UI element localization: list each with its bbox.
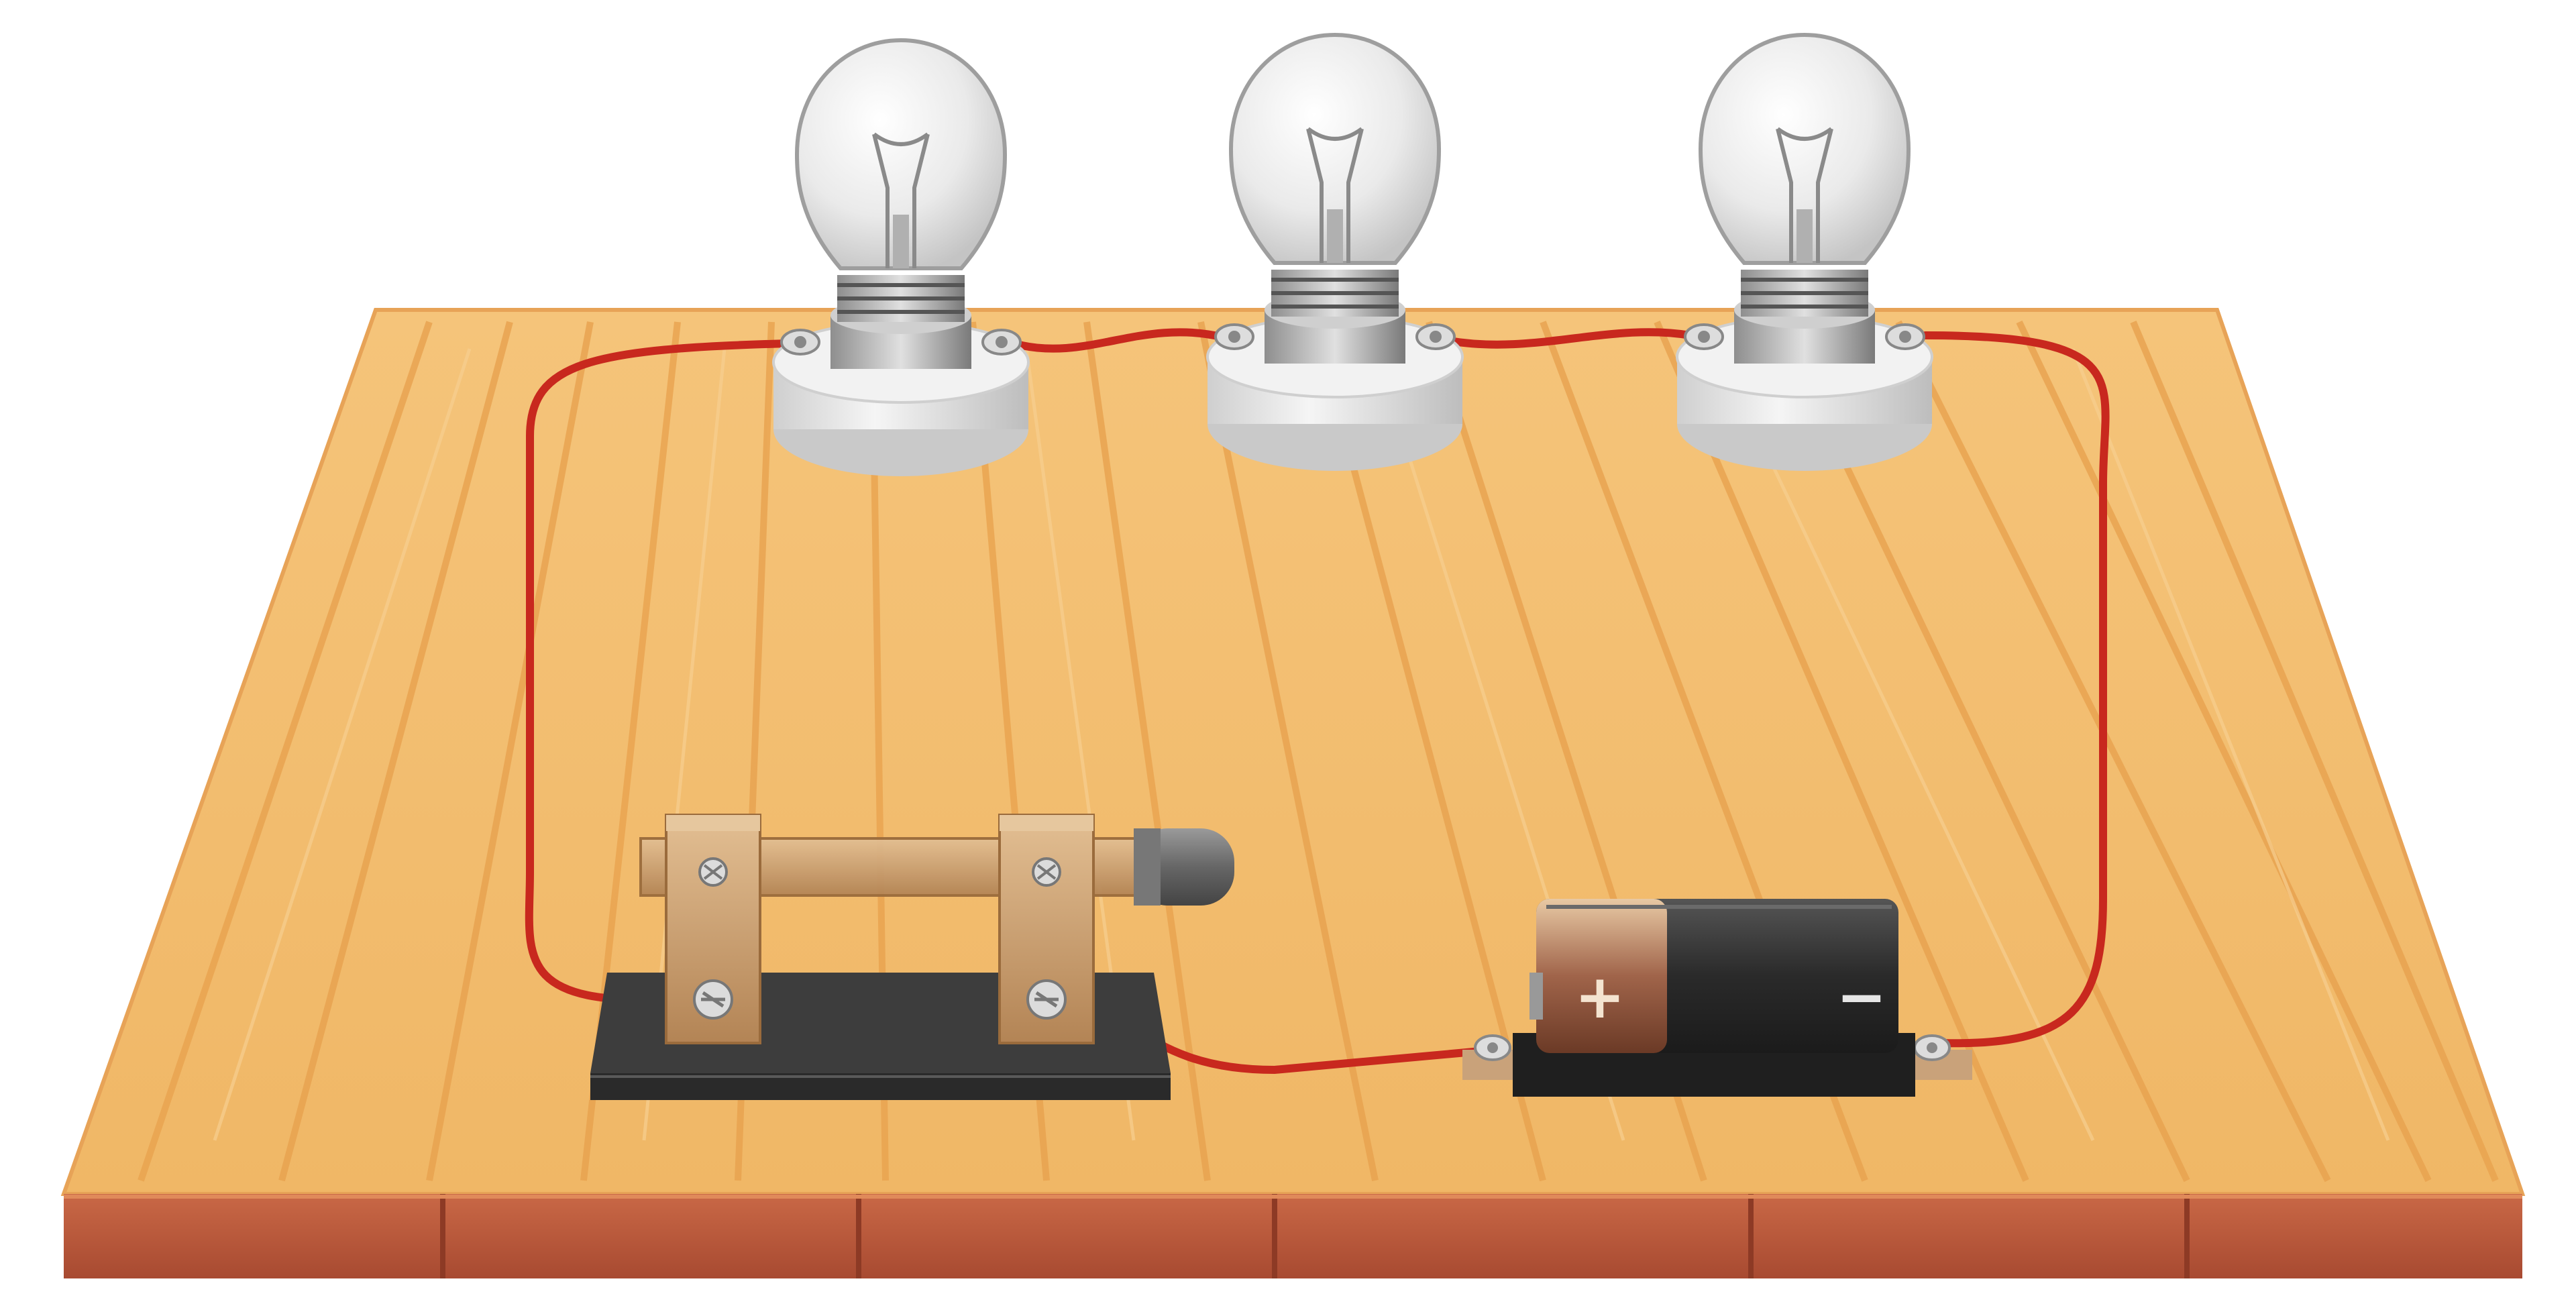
wire-bulb3-to-battery — [1921, 331, 2110, 1048]
switch-handle — [1134, 828, 1234, 906]
terminal-screw-left — [1684, 323, 1724, 350]
bulb-2 — [1206, 32, 1464, 471]
battery-positive-symbol: + — [1574, 962, 1625, 1032]
terminal-screw-left — [780, 329, 820, 356]
wire-switch-to-bulb1 — [525, 339, 792, 1004]
battery-positive-cap — [1536, 899, 1667, 1053]
wire-bulb1-to-bulb2 — [1012, 328, 1225, 353]
bulb-1 — [772, 38, 1030, 476]
wire-bulb2-to-bulb3 — [1445, 328, 1695, 349]
battery-terminal-right — [1913, 1034, 1951, 1061]
battery-negative-symbol: − — [1836, 962, 1886, 1032]
table-front-edge — [64, 1194, 2522, 1278]
terminal-screw-right — [1415, 323, 1456, 350]
terminal-screw-left — [1214, 323, 1254, 350]
terminal-screw-right — [1885, 323, 1925, 350]
terminal-screw-right — [981, 329, 1022, 356]
battery-terminal-left — [1474, 1034, 1511, 1061]
switch-hinge-post — [665, 814, 761, 1044]
knife-switch — [590, 814, 1234, 1100]
switch-contact-post — [998, 814, 1095, 1044]
bulb-3 — [1676, 32, 1933, 471]
battery: + − — [1462, 899, 1972, 1097]
